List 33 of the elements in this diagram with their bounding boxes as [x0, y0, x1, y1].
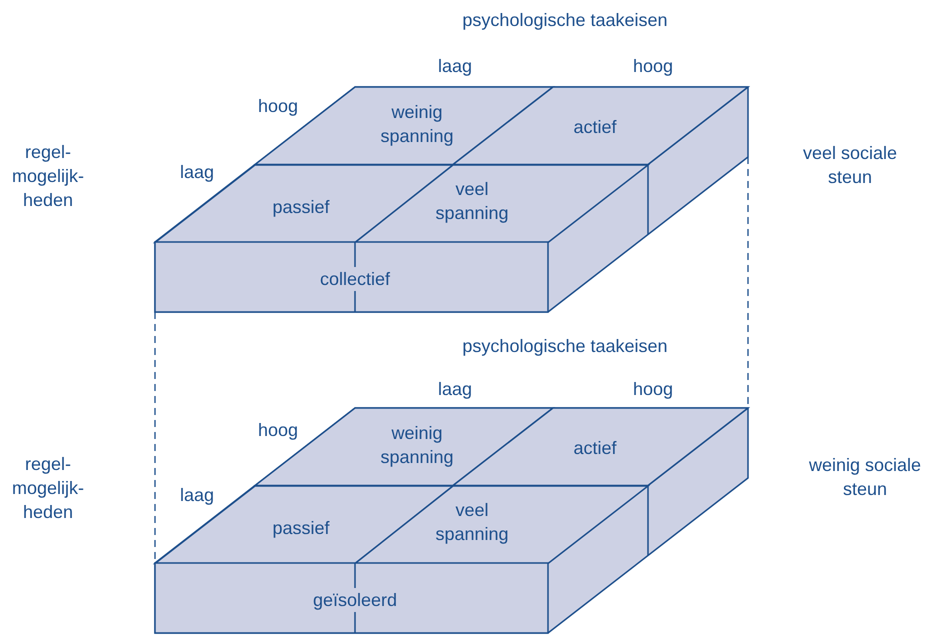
axis-label: laag: [178, 484, 216, 507]
cell-label: collectief: [318, 267, 392, 291]
axis-label: weinig sociale steun: [808, 454, 922, 501]
axis-label: hoog: [632, 55, 674, 78]
axis-label: hoog: [256, 95, 300, 118]
cell-label: passief: [271, 517, 331, 540]
quadrant-face: [355, 486, 648, 563]
axis-label: laag: [436, 378, 474, 401]
axis-label: hoog: [256, 419, 300, 442]
cell-label: veel spanning: [434, 178, 510, 225]
quadrant-face: [453, 408, 748, 486]
axis-label: veel sociale steun: [802, 142, 898, 189]
axis-label: laag: [178, 161, 216, 184]
axis-label: hoog: [632, 378, 674, 401]
quadrant-face: [355, 164, 648, 242]
axis-label: psychologische taakeisen: [461, 9, 669, 32]
block-drawing: [155, 87, 748, 312]
cell-label: veel spanning: [434, 499, 510, 546]
cell-label: weinig spanning: [379, 101, 455, 148]
axis-label: laag: [436, 55, 474, 78]
front-face: [155, 242, 548, 312]
cell-label: actief: [572, 437, 618, 460]
cell-label: actief: [572, 116, 618, 139]
quadrant-face: [453, 87, 748, 164]
axis-label: psychologische taakeisen: [461, 335, 669, 358]
axis-label: regel- mogelijk- heden: [10, 141, 86, 212]
quadrant-face: [255, 87, 553, 164]
block-drawing: [155, 408, 748, 633]
cell-label: passief: [271, 196, 331, 219]
axis-label: regel- mogelijk- heden: [10, 453, 86, 524]
cell-label: weinig spanning: [379, 422, 455, 469]
quadrant-face: [255, 408, 553, 486]
front-face: [155, 563, 548, 633]
